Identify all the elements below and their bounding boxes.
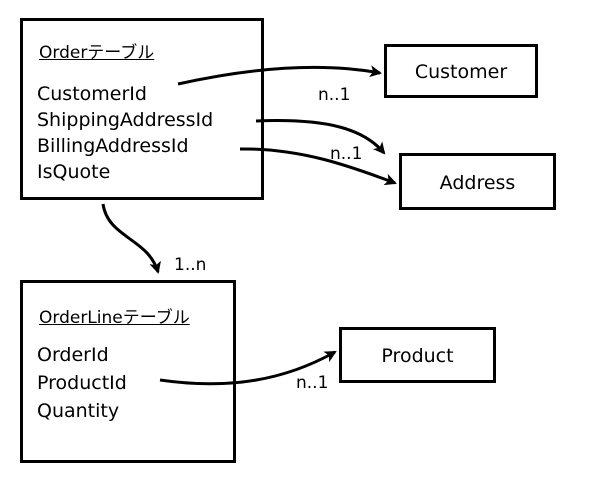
mult-product: n..1 bbox=[296, 373, 329, 393]
mult-address: n..1 bbox=[330, 144, 363, 164]
address-box: Address bbox=[399, 153, 556, 210]
order-field-is-quote: IsQuote bbox=[37, 161, 111, 183]
mult-orderline: 1..n bbox=[174, 255, 207, 275]
order-field-customer-id: CustomerId bbox=[37, 83, 147, 105]
mult-customer: n..1 bbox=[318, 85, 351, 105]
arrow-orderline bbox=[101, 203, 161, 274]
product-label: Product bbox=[381, 345, 454, 367]
order-field-shipping-address-id: ShippingAddressId bbox=[37, 109, 214, 131]
address-label: Address bbox=[439, 172, 516, 194]
product-box: Product bbox=[339, 327, 496, 383]
orderline-table-box: OrderLineテーブル OrderId ProductId Quantity bbox=[20, 280, 236, 463]
orderline-field-quantity: Quantity bbox=[37, 400, 120, 422]
orderline-table-title: OrderLineテーブル bbox=[39, 308, 190, 328]
arrow-customer bbox=[177, 65, 382, 86]
arrow-product bbox=[159, 350, 337, 386]
customer-box: Customer bbox=[384, 44, 538, 98]
orderline-field-order-id: OrderId bbox=[37, 344, 109, 366]
order-field-billing-address-id: BillingAddressId bbox=[37, 135, 189, 157]
order-table-title: Orderテーブル bbox=[39, 43, 155, 63]
arrow-billing-address bbox=[239, 147, 397, 186]
arrow-shipping-address bbox=[255, 119, 386, 155]
customer-label: Customer bbox=[414, 61, 508, 83]
orderline-field-product-id: ProductId bbox=[37, 372, 127, 394]
order-table-box: Orderテーブル CustomerId ShippingAddressId B… bbox=[20, 18, 264, 200]
